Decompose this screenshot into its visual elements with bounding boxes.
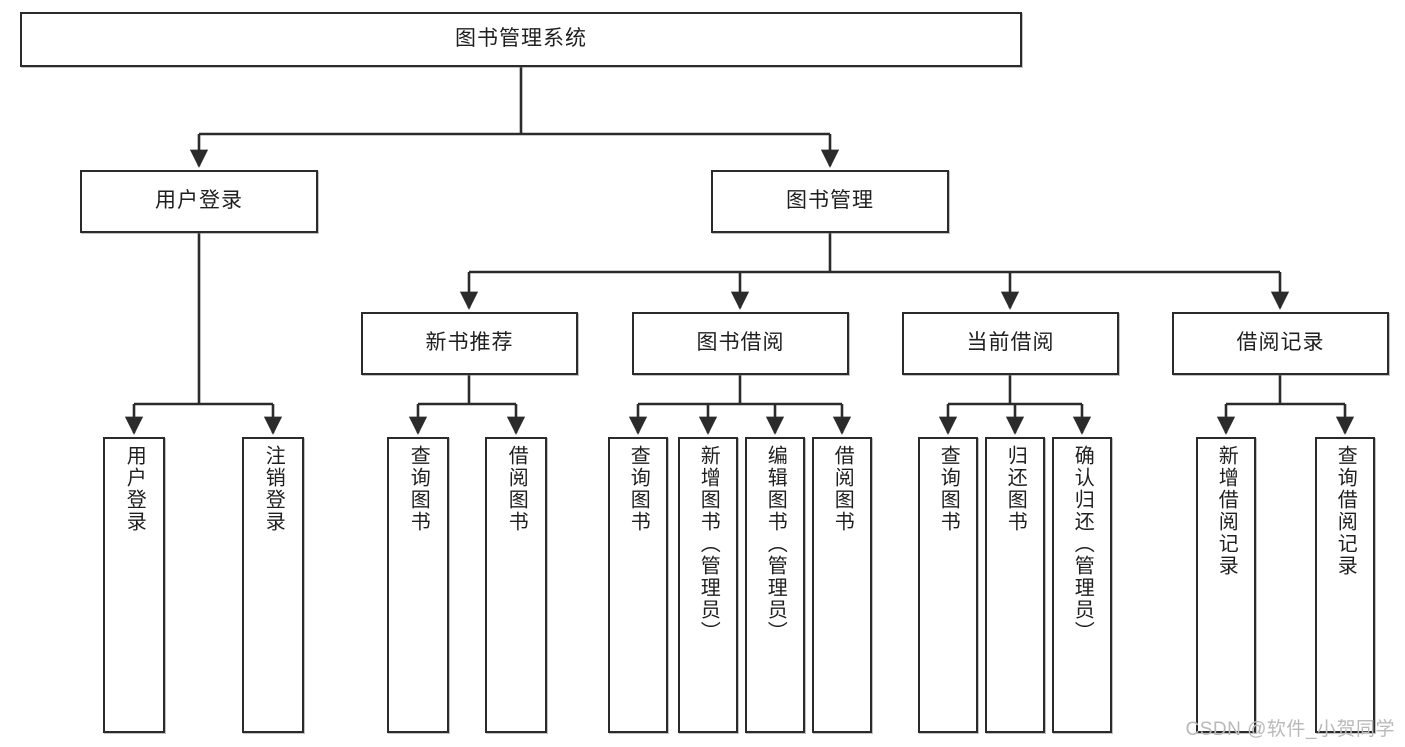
node-user-login-label: 用户登录 bbox=[155, 189, 243, 213]
leaf-user-logout-label: 注销登录 bbox=[262, 445, 285, 533]
watermark-text: CSDN @软件_小贺同学 bbox=[1185, 719, 1395, 740]
leaf-return-book[interactable]: 归还图书 bbox=[985, 437, 1045, 733]
leaf-query-book-borrow[interactable]: 查询图书 bbox=[608, 437, 668, 733]
node-borrow-record-label: 借阅记录 bbox=[1236, 331, 1325, 355]
leaf-add-book-label: 新增图书（管理员） bbox=[697, 445, 720, 643]
leaf-query-book-current[interactable]: 查询图书 bbox=[918, 437, 978, 733]
node-book-manage-label: 图书管理 bbox=[786, 189, 874, 213]
leaf-query-record[interactable]: 查询借阅记录 bbox=[1315, 437, 1375, 733]
leaf-borrow-book-label: 借阅图书 bbox=[831, 445, 854, 533]
leaf-add-record[interactable]: 新增借阅记录 bbox=[1196, 437, 1256, 733]
leaf-query-book-new[interactable]: 查询图书 bbox=[387, 437, 449, 733]
leaf-borrow-book-new[interactable]: 借阅图书 bbox=[485, 437, 547, 733]
leaf-user-logout[interactable]: 注销登录 bbox=[242, 437, 304, 733]
leaf-edit-book[interactable]: 编辑图书（管理员） bbox=[745, 437, 805, 733]
leaf-edit-book-label: 编辑图书（管理员） bbox=[764, 445, 787, 643]
leaf-user-login[interactable]: 用户登录 bbox=[103, 437, 165, 733]
leaf-add-record-label: 新增借阅记录 bbox=[1215, 445, 1238, 577]
node-borrow-record[interactable]: 借阅记录 bbox=[1172, 312, 1389, 375]
leaf-add-book[interactable]: 新增图书（管理员） bbox=[678, 437, 738, 733]
node-current-borrow-label: 当前借阅 bbox=[966, 331, 1055, 355]
node-root-label: 图书管理系统 bbox=[455, 27, 587, 51]
leaf-query-book-current-label: 查询图书 bbox=[937, 445, 960, 533]
leaf-return-book-label: 归还图书 bbox=[1004, 445, 1027, 533]
node-book-borrow[interactable]: 图书借阅 bbox=[632, 312, 849, 375]
leaf-confirm-return-label: 确认归还（管理员） bbox=[1071, 445, 1094, 643]
node-book-borrow-label: 图书借阅 bbox=[696, 331, 785, 355]
node-new-book-rec[interactable]: 新书推荐 bbox=[361, 312, 578, 375]
node-user-login[interactable]: 用户登录 bbox=[80, 170, 318, 233]
leaf-query-record-label: 查询借阅记录 bbox=[1334, 445, 1357, 577]
node-book-manage[interactable]: 图书管理 bbox=[711, 170, 949, 233]
leaf-user-login-label: 用户登录 bbox=[123, 445, 146, 533]
node-current-borrow[interactable]: 当前借阅 bbox=[902, 312, 1119, 375]
leaf-borrow-book-new-label: 借阅图书 bbox=[505, 445, 528, 533]
node-new-book-rec-label: 新书推荐 bbox=[425, 331, 514, 355]
leaf-query-book-borrow-label: 查询图书 bbox=[627, 445, 650, 533]
leaf-query-book-new-label: 查询图书 bbox=[407, 445, 430, 533]
leaf-confirm-return[interactable]: 确认归还（管理员） bbox=[1052, 437, 1112, 733]
leaf-borrow-book[interactable]: 借阅图书 bbox=[812, 437, 872, 733]
node-root[interactable]: 图书管理系统 bbox=[20, 12, 1022, 67]
